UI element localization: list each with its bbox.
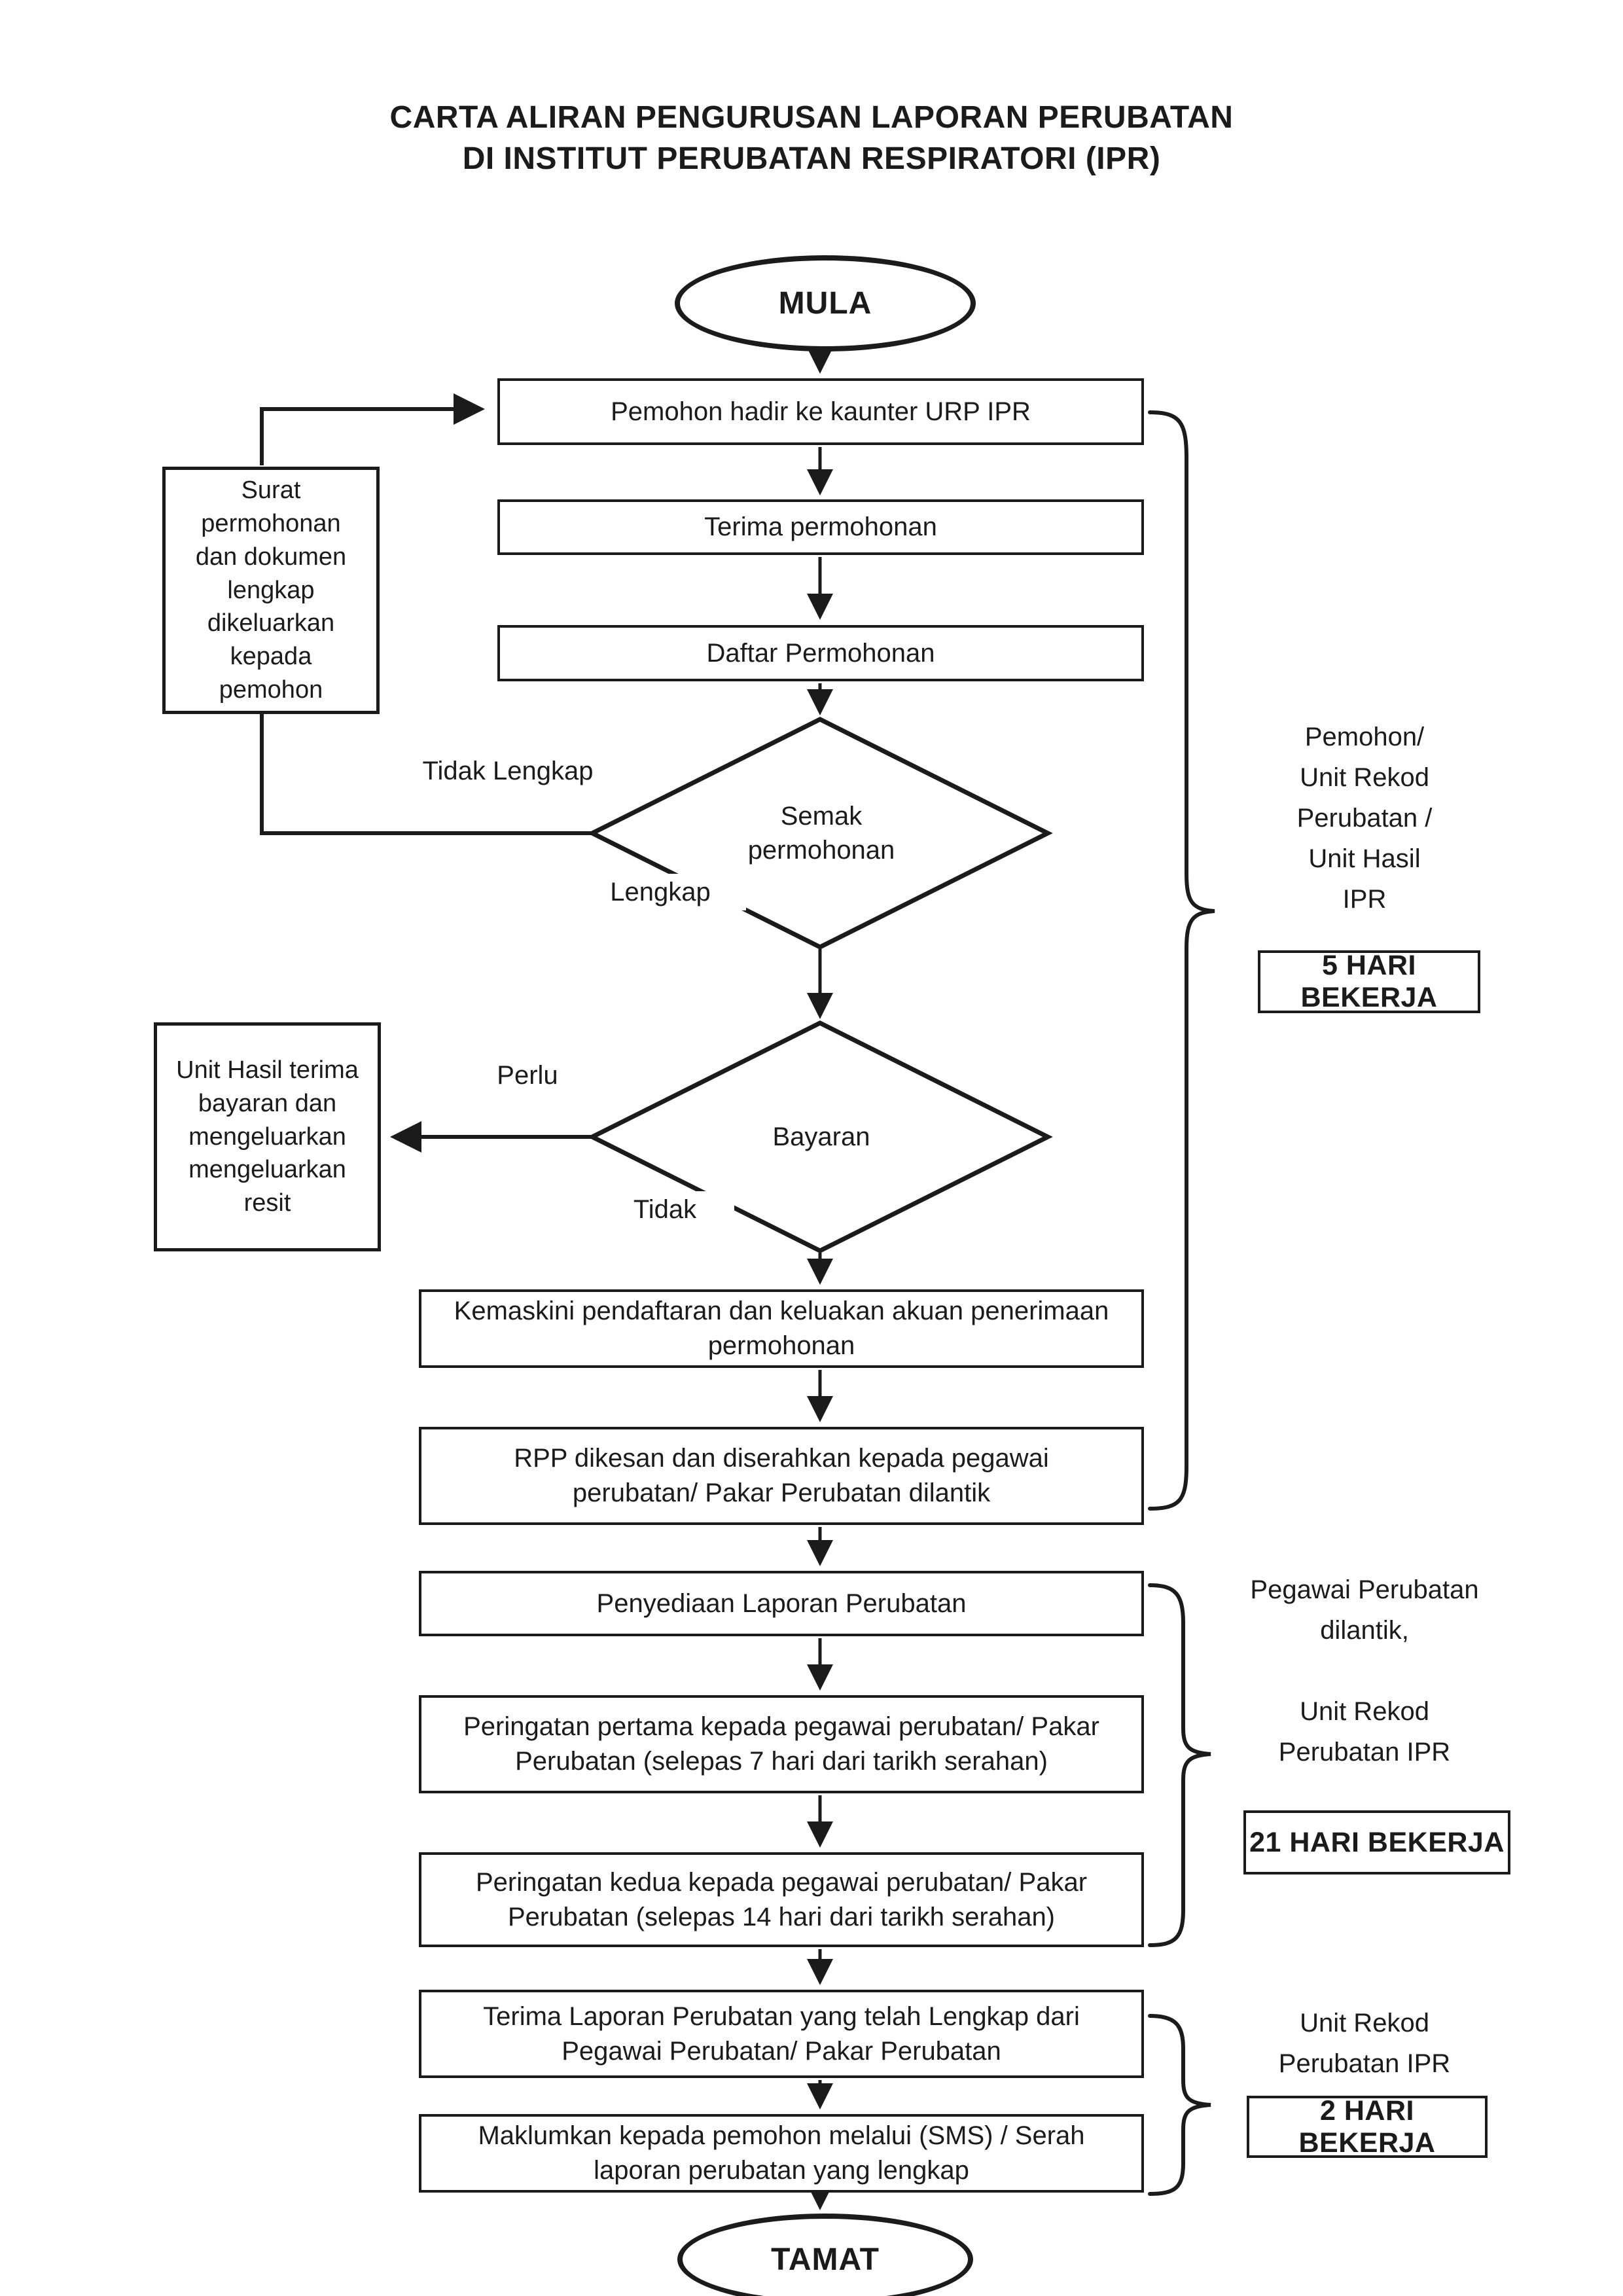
step-terima-permohonan: Terima permohonan (497, 499, 1144, 555)
label-perlu: Perlu (458, 1057, 597, 1094)
step-pemohon-hadir-label: Pemohon hadir ke kaunter URP IPR (611, 397, 1031, 426)
brace-phase-1 (1148, 410, 1215, 1511)
step-kemaskini: Kemaskini pendaftaran dan keluakan akuan… (419, 1289, 1144, 1368)
step-terima-laporan: Terima Laporan Perubatan yang telah Leng… (419, 1990, 1144, 2078)
end-node-label: TAMAT (771, 2242, 880, 2277)
step-maklumkan: Maklumkan kepada pemohon melalui (SMS) /… (419, 2114, 1144, 2193)
label-tidak: Tidak (596, 1191, 734, 1228)
step-peringatan-pertama-label: Peringatan pertama kepada pegawai peruba… (463, 1712, 1099, 1776)
duration-badge-phase-1: 5 HARI BEKERJA (1258, 950, 1480, 1013)
label-tidak-lengkap: Tidak Lengkap (402, 753, 613, 789)
feedback-line-surat-to-pemohon (260, 393, 485, 465)
step-rpp-label: RPP dikesan dan diserahkan kepada pegawa… (514, 1444, 1049, 1507)
step-surat-permohonan-label: Surat permohonan dan dokumen lengkap dik… (195, 476, 347, 704)
step-penyediaan: Penyediaan Laporan Perubatan (419, 1571, 1144, 1636)
step-rpp: RPP dikesan dan diserahkan kepada pegawa… (419, 1427, 1144, 1525)
step-pemohon-hadir: Pemohon hadir ke kaunter URP IPR (497, 378, 1144, 445)
start-node: MULA (675, 255, 976, 351)
step-terima-permohonan-label: Terima permohonan (704, 512, 937, 542)
step-peringatan-kedua: Peringatan kedua kepada pegawai perubata… (419, 1852, 1144, 1947)
duration-badge-phase-3: 2 HARI BEKERJA (1247, 2095, 1488, 2159)
annotation-actor-phase-1: Pemohon/ Unit Rekod Perubatan / Unit Has… (1296, 723, 1433, 914)
decision-bayaran-label: Bayaran (772, 1122, 870, 1151)
step-kemaskini-label: Kemaskini pendaftaran dan keluakan akuan… (454, 1297, 1109, 1360)
annotation-actor-phase-3: Unit Rekod Perubatan IPR (1278, 2009, 1451, 2078)
braces (1148, 410, 1215, 2196)
step-surat-permohonan: Surat permohonan dan dokumen lengkap dik… (162, 467, 380, 714)
page-title: CARTA ALIRAN PENGURUSAN LAPORAN PERUBATA… (389, 100, 1234, 177)
brace-phase-3 (1148, 2014, 1211, 2196)
step-unit-hasil: Unit Hasil terima bayaran dan mengeluark… (154, 1022, 381, 1251)
brace-phase-2 (1148, 1583, 1211, 1947)
feedback-loop (260, 393, 592, 835)
label-lengkap: Lengkap (575, 874, 746, 910)
step-unit-hasil-label: Unit Hasil terima bayaran dan mengeluark… (176, 1056, 359, 1217)
start-node-label: MULA (778, 286, 872, 321)
step-maklumkan-label: Maklumkan kepada pemohon melalui (SMS) /… (478, 2121, 1085, 2185)
step-peringatan-pertama: Peringatan pertama kepada pegawai peruba… (419, 1695, 1144, 1793)
step-daftar-permohonan: Daftar Permohonan (497, 625, 1144, 681)
step-penyediaan-label: Penyediaan Laporan Perubatan (596, 1588, 967, 1618)
decision-semak-label: Semak permohonan (747, 801, 895, 865)
annotation-actor-phase-2: Pegawai Perubatan dilantik, Unit Rekod P… (1250, 1575, 1479, 1767)
step-daftar-permohonan-label: Daftar Permohonan (706, 638, 935, 668)
feedback-line-semak-to-surat (260, 713, 592, 835)
end-node: TAMAT (677, 2214, 973, 2296)
step-terima-laporan-label: Terima Laporan Perubatan yang telah Leng… (483, 2001, 1080, 2066)
step-peringatan-kedua-label: Peringatan kedua kepada pegawai perubata… (475, 1867, 1088, 1931)
duration-badge-phase-2: 21 HARI BEKERJA (1243, 1810, 1510, 1874)
